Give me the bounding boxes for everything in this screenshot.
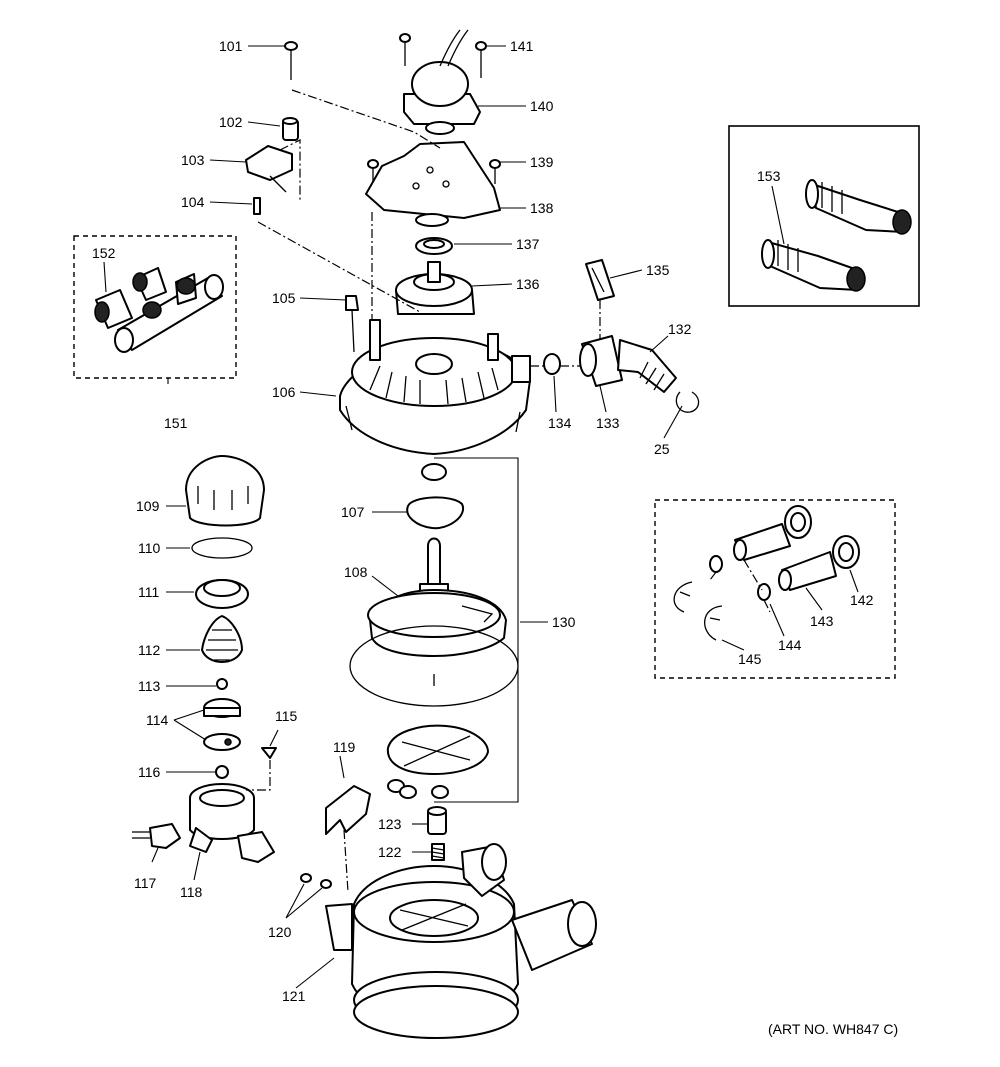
callout-107: 107 — [341, 504, 365, 520]
callout-123: 123 — [378, 816, 402, 832]
cap-109 — [185, 455, 265, 527]
callout-136: 136 — [516, 276, 540, 292]
adapter-kit-box — [728, 125, 920, 307]
callout-106: 106 — [272, 384, 296, 400]
callout-120: 120 — [268, 924, 292, 940]
gasket-107 — [406, 496, 465, 530]
callout-151: 151 — [164, 415, 188, 431]
fitting-kit-parts — [673, 505, 860, 641]
clip-119 — [325, 785, 371, 835]
callout-108: 108 — [344, 564, 368, 580]
callout-101: 101 — [219, 38, 243, 54]
seal-top-130 — [421, 463, 447, 481]
phantom-line-stem — [279, 139, 301, 200]
pin-104 — [253, 197, 261, 215]
switch-103 — [245, 145, 293, 193]
callout-137: 137 — [516, 236, 540, 252]
nozzle-venturi-114 — [203, 698, 241, 751]
callout-139: 139 — [530, 154, 554, 170]
bearing-137 — [415, 237, 453, 255]
callout-132: 132 — [668, 321, 692, 337]
screw-101 — [284, 41, 298, 80]
elbow-133 — [579, 335, 623, 387]
leader-lines — [103, 45, 859, 989]
callout-142: 142 — [850, 592, 874, 608]
screw-plate-left — [367, 159, 379, 184]
callout-133: 133 — [596, 415, 620, 431]
fitting-kit-box — [654, 499, 896, 679]
cam-gear-136 — [395, 261, 475, 315]
callout-118: 118 — [180, 884, 203, 900]
seal-rings-130 — [387, 779, 449, 799]
callout-152: 152 — [92, 245, 116, 261]
fitting-132 — [617, 339, 677, 393]
callout-111: 111 — [138, 584, 159, 600]
mounting-plate-138 — [365, 141, 501, 227]
callout-145: 145 — [738, 651, 762, 667]
phantom-line-switch — [257, 221, 421, 313]
callout-115: 115 — [275, 708, 298, 724]
clamp-25 — [675, 391, 700, 413]
spacer-disc-130 — [386, 724, 489, 775]
callout-134: 134 — [548, 415, 572, 431]
callout-138: 138 — [530, 200, 554, 216]
callout-141: 141 — [510, 38, 534, 54]
callout-112: 112 — [138, 642, 161, 658]
fitting-117 — [132, 823, 181, 849]
phantom-line-fittings — [709, 559, 771, 613]
screw-141 — [475, 41, 487, 78]
phantom-line-motor — [291, 89, 441, 149]
oring-110 — [191, 537, 253, 559]
phantom-line-clip — [343, 829, 349, 893]
callout-135: 135 — [646, 262, 670, 278]
callout-122: 122 — [378, 844, 402, 860]
callout-114: 114 — [146, 712, 169, 728]
callout-119: 119 — [333, 739, 356, 755]
callout-labels: 101 102 103 104 105 106 107 108 109 110 … — [92, 38, 874, 1004]
bypass-valve-part — [94, 267, 224, 353]
callout-104: 104 — [181, 194, 205, 210]
callout-110: 110 — [138, 540, 161, 556]
bypass-kit-box — [73, 235, 237, 379]
callout-144: 144 — [778, 637, 802, 653]
clip-135 — [585, 259, 615, 301]
spring-122 — [431, 843, 445, 861]
piston-assembly-108 — [367, 537, 507, 657]
callout-102: 102 — [219, 114, 243, 130]
screw-139 — [489, 159, 501, 184]
callout-25: 25 — [654, 441, 670, 457]
art-number-label: (ART NO. WH847 C) — [768, 1021, 898, 1037]
spacer-102 — [282, 117, 299, 141]
adapter-fittings-part — [761, 179, 912, 292]
washer-134 — [543, 353, 561, 375]
callout-105: 105 — [272, 290, 296, 306]
screw-105 — [345, 295, 359, 353]
screw-motor-left — [399, 33, 411, 66]
callout-103: 103 — [181, 152, 205, 168]
spacer-123 — [427, 806, 447, 835]
check-ball-115 — [261, 747, 277, 759]
callout-117: 117 — [134, 875, 157, 891]
housing-118 — [189, 783, 275, 863]
retainer-111 — [195, 579, 249, 609]
callout-121: 121 — [282, 988, 306, 1004]
motor-140 — [403, 29, 481, 135]
callout-130: 130 — [552, 614, 576, 630]
callout-116: 116 — [138, 764, 161, 780]
valve-housing-121 — [325, 843, 597, 1039]
screen-112 — [201, 615, 243, 663]
callout-113: 113 — [138, 678, 161, 694]
nut-116 — [215, 765, 229, 779]
phantom-line-drain — [530, 300, 601, 367]
callout-143: 143 — [810, 613, 834, 629]
orings-120 — [300, 873, 332, 889]
bracket-130 — [434, 457, 519, 803]
callout-140: 140 — [530, 98, 554, 114]
callout-109: 109 — [136, 498, 160, 514]
phantom-line-left — [246, 760, 271, 791]
callout-153: 153 — [757, 168, 781, 184]
nozzle-113 — [216, 678, 228, 690]
valve-body-106 — [339, 319, 531, 455]
